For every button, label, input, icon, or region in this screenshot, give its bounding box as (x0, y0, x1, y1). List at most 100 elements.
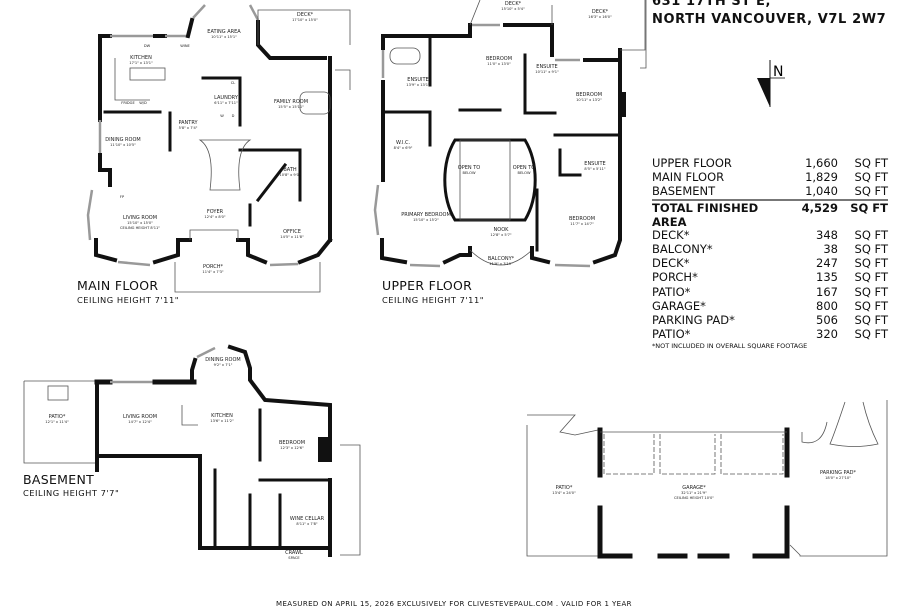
room-label: DECK*15'10" x 5'4" (501, 1, 525, 11)
room-name: BEDROOM (486, 56, 512, 62)
area-value: 4,529 (801, 200, 838, 215)
area-unit: SQ FT (854, 298, 888, 313)
room-size: 10'11" x 15'1" (211, 35, 237, 39)
room-size: BELOW (463, 171, 476, 175)
room-name: NOOK (494, 227, 510, 233)
room-size: 15'5" x 15'11" (278, 105, 304, 109)
room-name: OFFICE (283, 229, 301, 235)
fixture-label-dw: DW (144, 44, 151, 48)
basement-plan (23, 344, 361, 557)
room-size: 9'2" x 7'1" (214, 363, 233, 367)
area-value: 506 (816, 312, 838, 327)
area-value: 1,829 (805, 170, 838, 185)
upper-floor-plan (373, 0, 646, 268)
room-name: PRIMARY BEDROOM (401, 212, 451, 218)
room-size: 13'6" x 11'2" (210, 419, 234, 423)
room-size: 11'0" x 13'0" (487, 62, 511, 66)
address-box-border (640, 0, 647, 69)
area-value: 167 (816, 284, 838, 299)
room-name: PATIO* (49, 414, 66, 420)
room-size: 11'7" x 14'7" (570, 222, 594, 226)
room-size: 32'11" x 21'9" (681, 491, 707, 495)
room-size: 12'8" x 5'7" (490, 233, 511, 237)
area-value: 247 (816, 256, 838, 271)
area-label: GARAGE* (652, 298, 706, 313)
area-label: DECK* (652, 256, 690, 271)
room-size: 12'1" x 11'4" (45, 420, 69, 424)
room-size: SPACE (288, 556, 300, 560)
room-label: W.I.C.8'4" x 6'9" (394, 140, 413, 150)
area-unit: SQ FT (854, 256, 888, 271)
main-floor-title: MAIN FLOOR (77, 278, 159, 293)
fixture-label-d: D (232, 114, 235, 118)
area-unit: SQ FT (854, 327, 888, 342)
room-size: 8'5" x 5'11" (584, 167, 605, 171)
area-row-unfinished: DECK* 348 SQ FT (652, 228, 888, 242)
area-value: 348 (816, 227, 838, 242)
room-size: 16'3" x 16'0" (588, 15, 612, 19)
room-name: BEDROOM (569, 216, 595, 222)
garage-plan (526, 400, 888, 559)
area-value: 38 (823, 241, 838, 256)
room-size: 17'1" x 13'1" (129, 61, 153, 65)
area-unit: SQ FT (854, 170, 888, 185)
room-size: 12'3" x 12'6" (280, 446, 304, 450)
room-name: ENSUITE (584, 161, 605, 167)
north-arrow-icon: N (757, 60, 785, 107)
room-name: CRAWL (285, 550, 303, 556)
room-note: CEILING HEIGHT 8'11" (120, 226, 160, 230)
address-line2: NORTH VANCOUVER, V7L 2W7 (652, 12, 887, 27)
address-line1: 631 17TH ST E, (652, 0, 772, 9)
area-label: PARKING PAD* (652, 312, 735, 327)
room-name: EATING AREA (207, 29, 241, 35)
room-note: CEILING HEIGHT 10'0" (674, 496, 714, 500)
room-size: BELOW (518, 171, 531, 175)
north-label: N (773, 64, 783, 80)
area-unit: SQ FT (854, 227, 888, 242)
room-size: 14'5" x 11'8" (280, 235, 304, 239)
room-name: BEDROOM (576, 92, 602, 98)
area-label: DECK* (652, 227, 690, 242)
room-name: OPEN TO (513, 165, 535, 171)
room-size: 6'11" x 7'11" (214, 101, 238, 105)
area-label: UPPER FLOOR (652, 156, 732, 170)
area-label: BALCONY* (652, 241, 713, 256)
room-name: PARKING PAD* (820, 470, 857, 476)
room-size: 11'9" x 3'10" (489, 262, 513, 266)
room-size: 5'8" x 7'4" (179, 126, 198, 130)
area-label: PATIO* (652, 327, 691, 342)
room-name: OPEN TO (458, 165, 480, 171)
area-unit: SQ FT (854, 284, 888, 299)
room-name: ENSUITE (536, 64, 557, 70)
measurement-footer: MEASURED ON APRIL 15, 2026 EXCLUSIVELY F… (276, 600, 632, 608)
area-label: MAIN FLOOR (652, 170, 725, 185)
fixture-label-fp: FP (120, 195, 125, 199)
area-unit: SQ FT (854, 270, 888, 285)
room-label: GARAGE*32'11" x 21'9"CEILING HEIGHT 10'0… (674, 485, 714, 500)
upper-floor-title: UPPER FLOOR (382, 278, 473, 293)
area-footnote: *NOT INCLUDED IN OVERALL SQUARE FOOTAGE (652, 342, 808, 351)
room-name: KITCHEN (211, 413, 233, 419)
room-name: ENSUITE (407, 77, 428, 83)
room-size: 15'10" x 5'4" (501, 7, 525, 11)
area-value: 1,660 (805, 156, 838, 170)
